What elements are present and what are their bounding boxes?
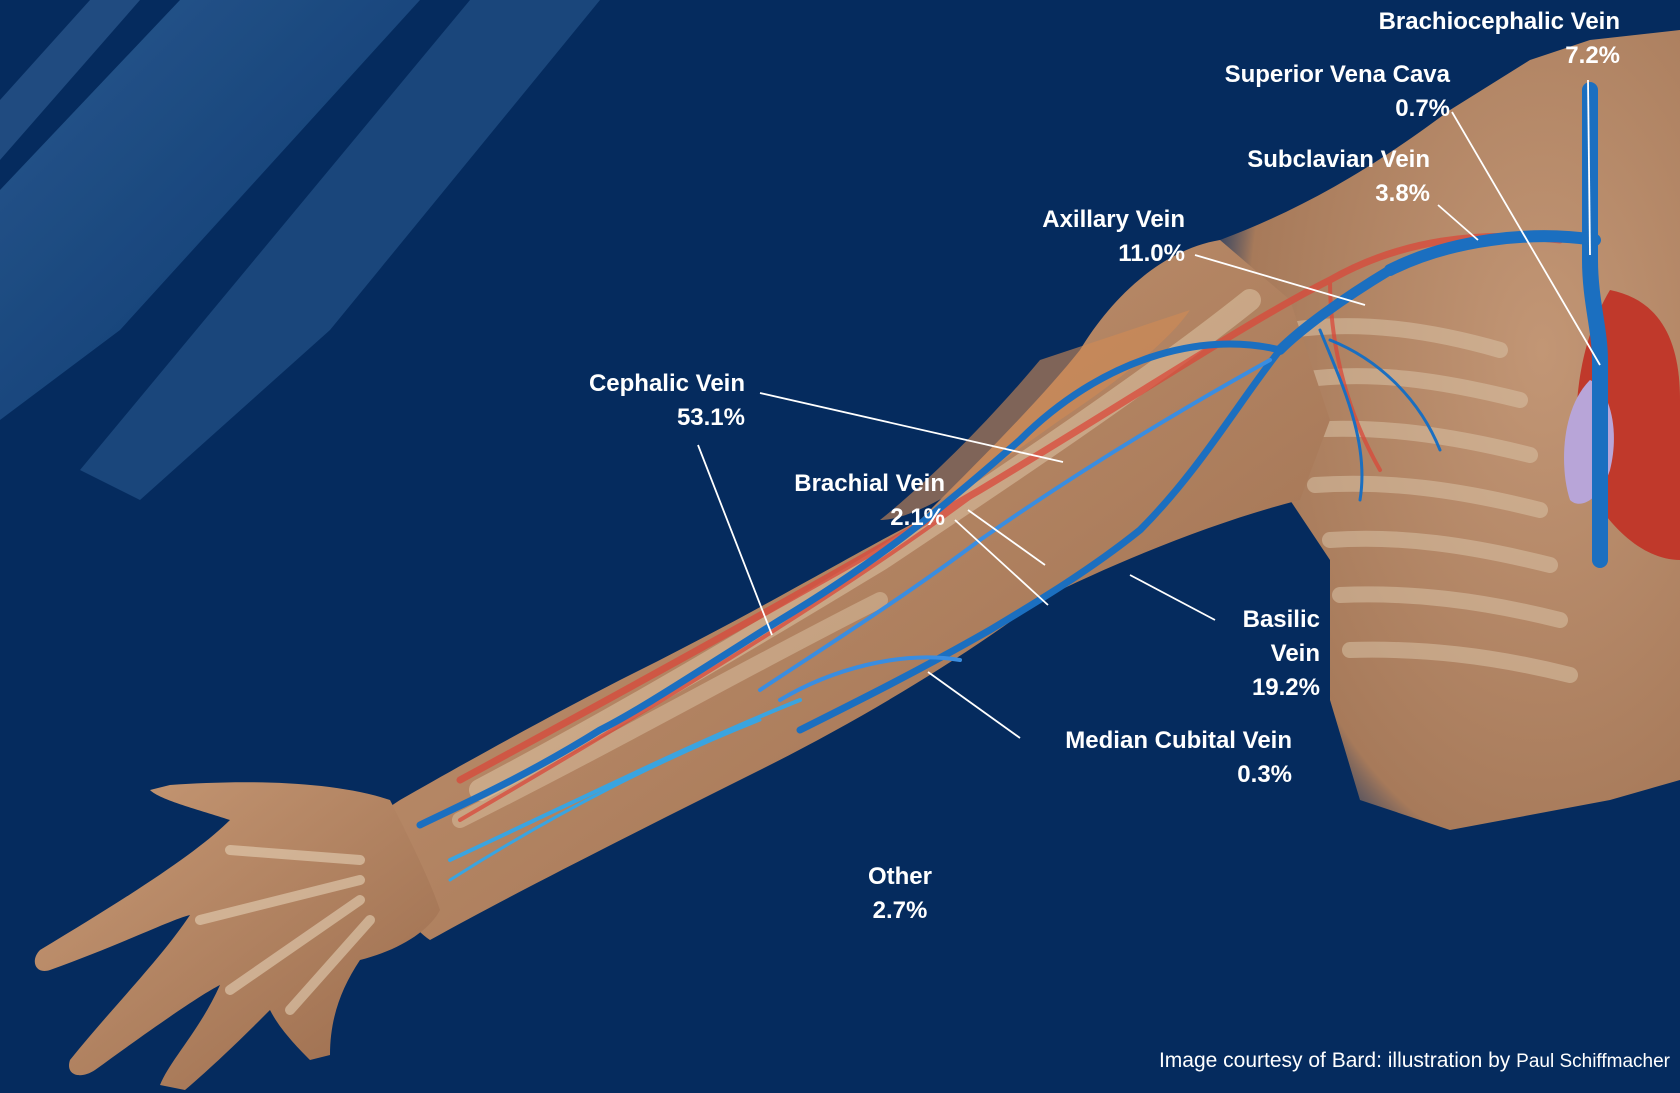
brachial-pct: 2.1%	[760, 501, 945, 535]
basilic-name-line2: Vein	[1200, 637, 1320, 671]
basilic-name-line1: Basilic	[1200, 603, 1320, 637]
svc-pct: 0.7%	[1180, 92, 1450, 126]
label-basilic-vein: Basilic Vein 19.2%	[1200, 603, 1320, 705]
label-cephalic-vein: Cephalic Vein 53.1%	[555, 367, 745, 435]
cephalic-name: Cephalic Vein	[555, 367, 745, 401]
label-subclavian-vein: Subclavian Vein 3.8%	[1210, 143, 1430, 211]
median-cubital-name: Median Cubital Vein	[1020, 724, 1292, 758]
label-axillary-vein: Axillary Vein 11.0%	[1010, 203, 1185, 271]
label-brachial-vein: Brachial Vein 2.1%	[760, 467, 945, 535]
cephalic-pct: 53.1%	[555, 401, 745, 435]
label-median-cubital-vein: Median Cubital Vein 0.3%	[1020, 724, 1292, 792]
brachial-name: Brachial Vein	[760, 467, 945, 501]
hand	[35, 782, 440, 1090]
image-credit: Image courtesy of Bard: illustration by …	[1159, 1049, 1670, 1073]
label-other: Other 2.7%	[850, 860, 950, 928]
credit-main: Image courtesy of Bard: illustration by	[1159, 1049, 1510, 1072]
subclavian-name: Subclavian Vein	[1210, 143, 1430, 177]
label-superior-vena-cava: Superior Vena Cava 0.7%	[1180, 58, 1450, 126]
svc-name: Superior Vena Cava	[1180, 58, 1450, 92]
axillary-name: Axillary Vein	[1010, 203, 1185, 237]
brachiocephalic-name: Brachiocephalic Vein	[1325, 5, 1620, 39]
axillary-pct: 11.0%	[1010, 237, 1185, 271]
brush-stroke-decoration	[0, 0, 600, 500]
other-pct: 2.7%	[850, 894, 950, 928]
median-cubital-pct: 0.3%	[1020, 758, 1292, 792]
subclavian-pct: 3.8%	[1210, 177, 1430, 211]
credit-artist: Paul Schiffmacher	[1516, 1051, 1670, 1072]
other-name: Other	[850, 860, 950, 894]
basilic-pct: 19.2%	[1200, 671, 1320, 705]
